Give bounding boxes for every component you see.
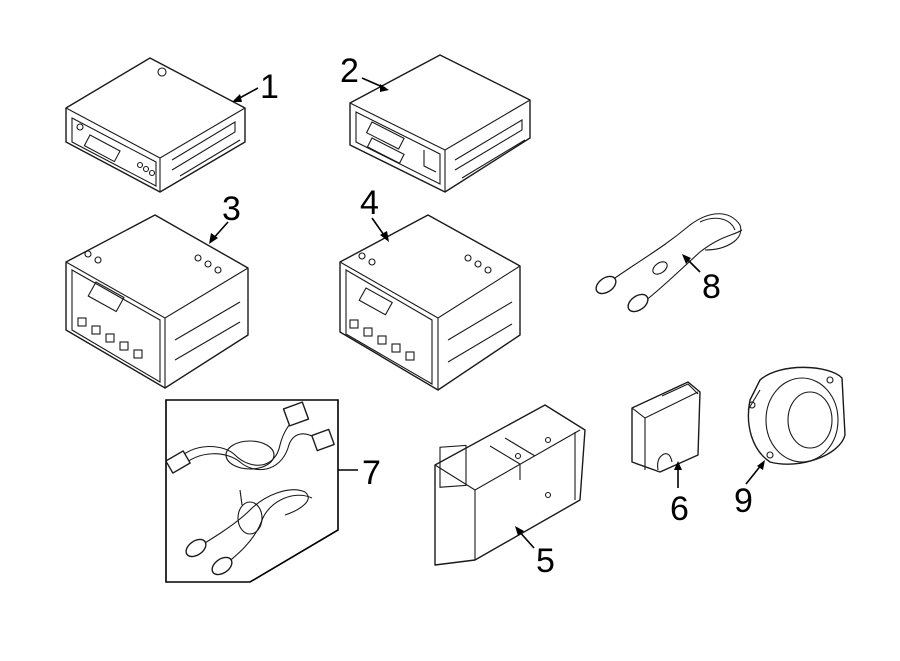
part-1-radio-unit	[65, 57, 246, 193]
callout-9: 9	[734, 482, 753, 520]
callout-6: 6	[670, 490, 689, 528]
callout-4: 4	[360, 184, 379, 222]
callout-1: 1	[260, 68, 279, 106]
callout-labels: 1 2 3 4 5 6 7 8 9	[222, 52, 753, 580]
part-9-speaker	[747, 366, 846, 465]
callout-8: 8	[702, 268, 721, 306]
part-7-wiring-harness-kit	[165, 399, 339, 583]
part-6-control-module	[631, 381, 701, 473]
callout-3: 3	[222, 190, 241, 228]
part-5-mounting-bracket	[434, 404, 586, 566]
callout-5: 5	[536, 542, 555, 580]
part-4-radio-unit	[339, 214, 521, 391]
callout-2: 2	[340, 52, 359, 90]
callout-7: 7	[362, 454, 381, 492]
part-8-antenna-cable	[595, 213, 743, 313]
part-2-radio-unit	[349, 54, 531, 193]
part-3-radio-unit	[65, 214, 249, 389]
leader-lines	[209, 77, 765, 549]
